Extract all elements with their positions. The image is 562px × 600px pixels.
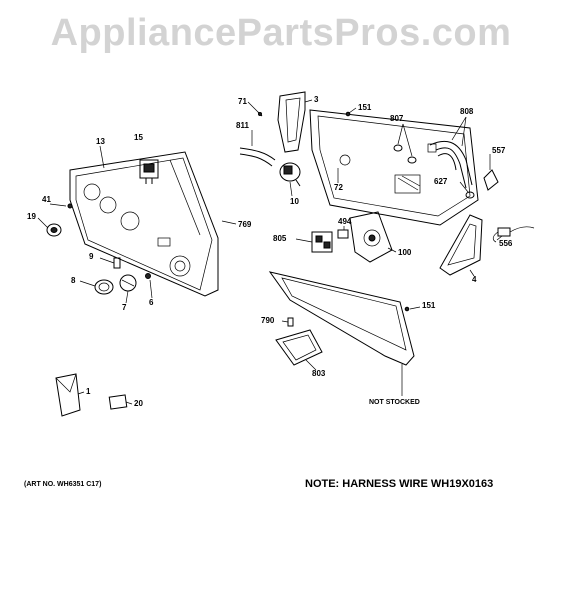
callout-10: 10 — [290, 197, 299, 206]
callout-15: 15 — [134, 133, 143, 142]
callout-151-lower: 151 — [422, 301, 436, 310]
art-number: (ART NO. WH6351 C17) — [24, 481, 102, 488]
not-stocked-label: NOT STOCKED — [369, 399, 420, 406]
knob-part — [46, 203, 73, 237]
callout-72: 72 — [334, 183, 343, 192]
callout-151: 151 — [358, 103, 372, 112]
callout-811: 811 — [236, 121, 249, 130]
timer-part — [349, 211, 393, 263]
side-bracket-part — [439, 214, 483, 276]
callout-20: 20 — [134, 399, 143, 408]
bracket-part — [257, 91, 306, 153]
callout-1: 1 — [86, 387, 91, 396]
callout-4: 4 — [472, 275, 477, 284]
manual-part — [55, 373, 81, 417]
leader-lines — [37, 99, 503, 405]
clip-part — [287, 317, 294, 327]
callout-71: 71 — [238, 97, 247, 106]
switch-part — [139, 159, 159, 184]
control-panel-part — [69, 151, 219, 297]
callout-19: 19 — [27, 212, 36, 221]
callout-769: 769 — [238, 220, 252, 229]
label-part — [108, 394, 128, 410]
callout-41: 41 — [42, 195, 51, 204]
backsplash-part — [309, 109, 479, 226]
dispenser-part — [275, 329, 323, 366]
callout-3: 3 — [314, 95, 319, 104]
harness-note: NOTE: HARNESS WIRE WH19X0163 — [305, 478, 494, 490]
callout-627: 627 — [434, 177, 448, 186]
clip-part — [337, 229, 349, 239]
valve-part — [311, 231, 333, 253]
base-panel-part — [268, 271, 415, 366]
hose-part — [239, 147, 276, 167]
callout-494: 494 — [338, 217, 352, 226]
callout-557: 557 — [492, 146, 506, 155]
callout-808: 808 — [460, 107, 474, 116]
selector-knobs-part — [94, 257, 151, 295]
callout-8: 8 — [71, 276, 76, 285]
callout-803: 803 — [312, 369, 326, 378]
callout-556: 556 — [499, 239, 513, 248]
callout-7: 7 — [122, 303, 127, 312]
screw-part — [345, 111, 351, 117]
screw-part — [404, 306, 410, 312]
callout-9: 9 — [89, 252, 94, 261]
callout-13: 13 — [96, 137, 105, 146]
pressure-switch-part — [279, 162, 301, 187]
callout-6: 6 — [149, 298, 154, 307]
power-cord-part — [465, 169, 499, 199]
callout-807: 807 — [390, 114, 404, 123]
wire-harness-part — [492, 226, 535, 243]
inlet-hose-part — [427, 140, 473, 189]
callout-100: 100 — [398, 248, 412, 257]
grommet-part — [393, 144, 417, 164]
callout-805: 805 — [273, 234, 287, 243]
callout-790: 790 — [261, 316, 275, 325]
watermark-text: AppliancePartsPros.com — [50, 12, 512, 54]
